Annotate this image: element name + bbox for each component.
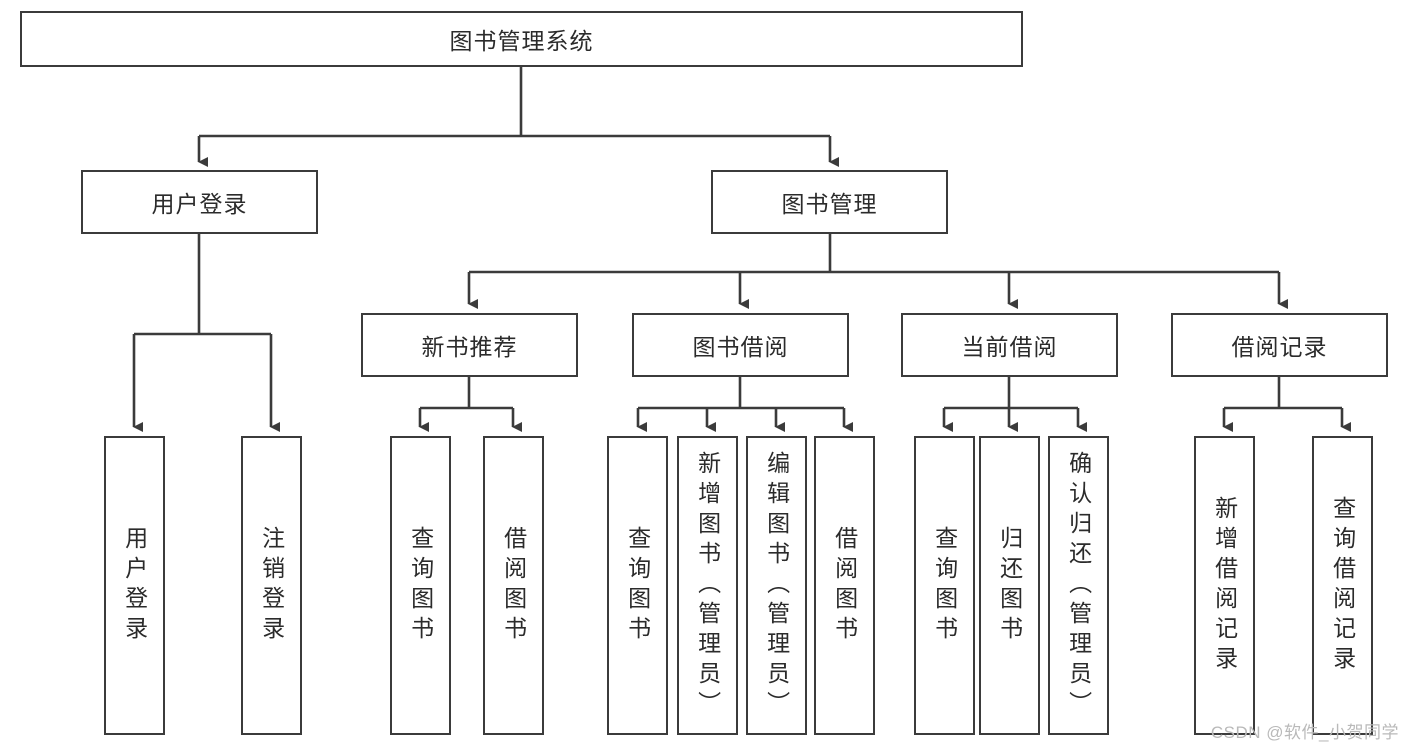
node-current-borrow[interactable]: 当前借阅	[901, 313, 1118, 377]
node-label: 借阅图书	[831, 525, 858, 646]
leaf-record-add[interactable]: 新增借阅记录	[1194, 436, 1255, 735]
leaf-current-confirm-return-admin[interactable]: 确认归还（管理员）	[1048, 436, 1109, 735]
node-label: 借阅图书	[500, 525, 527, 646]
node-label: 新书推荐	[421, 334, 518, 360]
node-label: 查询图书	[407, 525, 434, 646]
node-root[interactable]: 图书管理系统	[20, 11, 1023, 67]
node-label: 新增借阅记录	[1211, 495, 1238, 676]
node-label: 借阅记录	[1231, 334, 1328, 360]
node-label: 确认归还（管理员）	[1065, 450, 1092, 721]
node-new-book-recommend[interactable]: 新书推荐	[361, 313, 578, 377]
node-label: 图书借阅	[692, 334, 789, 360]
node-label: 查询图书	[624, 525, 651, 646]
leaf-user-login-signin[interactable]: 用户登录	[104, 436, 165, 735]
leaf-new-book-query[interactable]: 查询图书	[390, 436, 451, 735]
leaf-user-login-signout[interactable]: 注销登录	[241, 436, 302, 735]
leaf-borrow-borrow-book[interactable]: 借阅图书	[814, 436, 875, 735]
node-label: 归还图书	[996, 525, 1023, 646]
node-label: 查询图书	[931, 525, 958, 646]
leaf-record-query[interactable]: 查询借阅记录	[1312, 436, 1373, 735]
node-borrow-record[interactable]: 借阅记录	[1171, 313, 1388, 377]
node-label: 用户登录	[121, 525, 148, 646]
node-label: 图书管理系统	[449, 28, 594, 54]
node-book-borrow[interactable]: 图书借阅	[632, 313, 849, 377]
leaf-current-query-book[interactable]: 查询图书	[914, 436, 975, 735]
leaf-borrow-add-book-admin[interactable]: 新增图书（管理员）	[677, 436, 738, 735]
node-label: 查询借阅记录	[1329, 495, 1356, 676]
node-label: 注销登录	[258, 525, 285, 646]
leaf-current-return-book[interactable]: 归还图书	[979, 436, 1040, 735]
node-book-management[interactable]: 图书管理	[711, 170, 948, 234]
node-label: 当前借阅	[961, 334, 1058, 360]
node-label: 新增图书（管理员）	[694, 450, 721, 721]
node-label: 图书管理	[781, 191, 878, 217]
watermark: CSDN @软件_小贺同学	[1210, 723, 1399, 742]
leaf-borrow-query-book[interactable]: 查询图书	[607, 436, 668, 735]
node-user-login[interactable]: 用户登录	[81, 170, 318, 234]
node-label: 编辑图书（管理员）	[763, 450, 790, 721]
leaf-borrow-edit-book-admin[interactable]: 编辑图书（管理员）	[746, 436, 807, 735]
node-label: 用户登录	[151, 191, 248, 217]
leaf-new-book-borrow[interactable]: 借阅图书	[483, 436, 544, 735]
